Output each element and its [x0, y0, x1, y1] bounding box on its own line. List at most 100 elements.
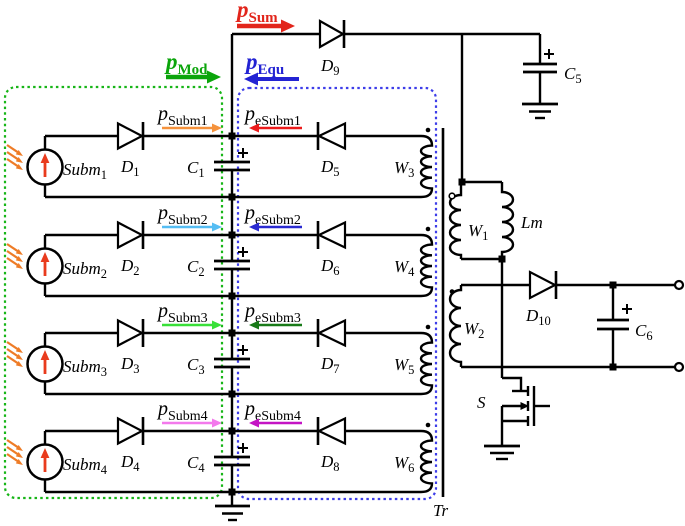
source-label-2: Subm2 — [63, 259, 107, 281]
flow-in-arrow-4 — [249, 418, 302, 428]
label-sub: 8 — [333, 460, 339, 474]
label-sub: Subm4 — [168, 409, 208, 424]
output-diode — [528, 270, 558, 300]
p-equ-arrow — [244, 72, 299, 86]
label-sub: 2 — [198, 265, 204, 279]
flow-out-arrow-4 — [162, 418, 222, 428]
label-sub: 3 — [133, 362, 139, 376]
label-base: C — [187, 158, 199, 177]
label-sub: Subm3 — [168, 311, 208, 326]
label-base: D — [120, 452, 134, 471]
sun-rays-1 — [5, 143, 25, 172]
sun-rays-2 — [5, 242, 25, 271]
label-base: Subm — [63, 455, 101, 474]
label-sub: 1 — [101, 168, 107, 182]
diode-label-d5: D5 — [320, 157, 340, 179]
label-sub: 1 — [198, 166, 204, 180]
label-sub: Subm2 — [168, 213, 208, 228]
winding-label-w3: W3 — [394, 158, 414, 180]
winding-label-w4: W4 — [394, 257, 415, 279]
label-base: p — [235, 0, 249, 22]
sun-rays-3 — [5, 340, 25, 369]
capacitor-label-c6: C6 — [635, 321, 653, 343]
label-base: p — [243, 398, 255, 420]
label-sub: 7 — [333, 362, 339, 376]
label-base: S — [477, 393, 486, 412]
label-sub: 1 — [133, 165, 139, 179]
p-sum-label: pSum — [235, 0, 278, 26]
primary-winding-group — [448, 180, 515, 261]
module-group-box — [3, 85, 224, 500]
diode-label-d6: D6 — [320, 256, 340, 278]
label-base: p — [156, 398, 168, 420]
p-equ-label: pEqu — [244, 49, 284, 78]
winding-label-w5: W5 — [394, 355, 414, 377]
diode-label-d9: D9 — [320, 56, 340, 78]
capacitor-label-c5: C5 — [564, 64, 582, 86]
p-mod-arrow — [166, 70, 221, 84]
flow-in-arrow-1 — [249, 123, 302, 133]
label-base: W — [394, 158, 410, 177]
label-base: D — [120, 354, 134, 373]
main-bus-wires — [230, 32, 540, 506]
diode-label-d2: D2 — [120, 256, 140, 278]
output-terminal-negative — [673, 361, 685, 373]
label-sub: 10 — [538, 314, 551, 328]
label-sub: 6 — [333, 264, 339, 278]
mosfet-switch — [484, 376, 550, 461]
label-sub: 4 — [198, 461, 205, 475]
label-base: p — [243, 103, 255, 125]
label-base: C — [564, 64, 576, 83]
label-base: p — [156, 103, 168, 125]
label-sub: 2 — [478, 327, 484, 341]
flow-out-arrow-3 — [162, 320, 222, 330]
source-label-1: Subm1 — [63, 160, 107, 182]
label-sub: 1 — [482, 229, 488, 243]
capacitor-label-c3: C3 — [187, 355, 205, 377]
flow-in-arrow-3 — [249, 320, 302, 330]
label-sub: 6 — [408, 461, 414, 475]
label-base: C — [635, 321, 647, 340]
secondary-winding-group — [448, 283, 675, 369]
label-sub: eSubm1 — [255, 114, 301, 129]
label-base: Lm — [520, 213, 543, 232]
bus-ground-symbol — [215, 504, 250, 522]
sun-rays-4 — [5, 438, 25, 467]
winding-label-w2: W2 — [464, 319, 484, 341]
label-base: W — [464, 319, 480, 338]
label-base: C — [187, 355, 199, 374]
junction-dot — [609, 363, 617, 371]
label-sub: 4 — [133, 460, 140, 474]
label-sub: 2 — [101, 267, 107, 281]
flow-out-arrow-2 — [162, 222, 222, 232]
label-sub: eSubm2 — [255, 213, 301, 228]
flow-in-label-2: peSubm2 — [243, 202, 301, 228]
source-label-4: Subm4 — [63, 455, 108, 477]
label-base: D — [320, 256, 334, 275]
flow-out-label-3: pSubm3 — [156, 300, 208, 326]
w1-polarity-dot — [448, 192, 456, 200]
junction-dot — [458, 178, 466, 186]
winding-label-w6: W6 — [394, 453, 414, 475]
diode-label-d3: D3 — [120, 354, 140, 376]
equalizer-group-box — [236, 86, 438, 501]
junction-dot — [609, 281, 617, 289]
flow-in-label-1: peSubm1 — [243, 103, 301, 129]
flow-out-label-2: pSubm2 — [156, 202, 208, 228]
flow-out-label-1: pSubm1 — [156, 103, 208, 129]
switch-label-s: S — [477, 393, 486, 412]
diode-label-d4: D4 — [120, 452, 140, 474]
label-sub: Subm1 — [168, 114, 208, 129]
label-base: W — [394, 453, 410, 472]
label-base: p — [156, 202, 168, 224]
label-sub: 5 — [408, 363, 414, 377]
label-base: p — [164, 49, 178, 74]
label-sub: 4 — [408, 265, 415, 279]
label-sub: 3 — [408, 166, 414, 180]
diode-label-d8: D8 — [320, 452, 340, 474]
output-capacitor — [597, 285, 632, 367]
inductor-label-lm: Lm — [520, 213, 543, 232]
label-base: Tr — [433, 501, 449, 520]
label-sub: 3 — [101, 365, 107, 379]
